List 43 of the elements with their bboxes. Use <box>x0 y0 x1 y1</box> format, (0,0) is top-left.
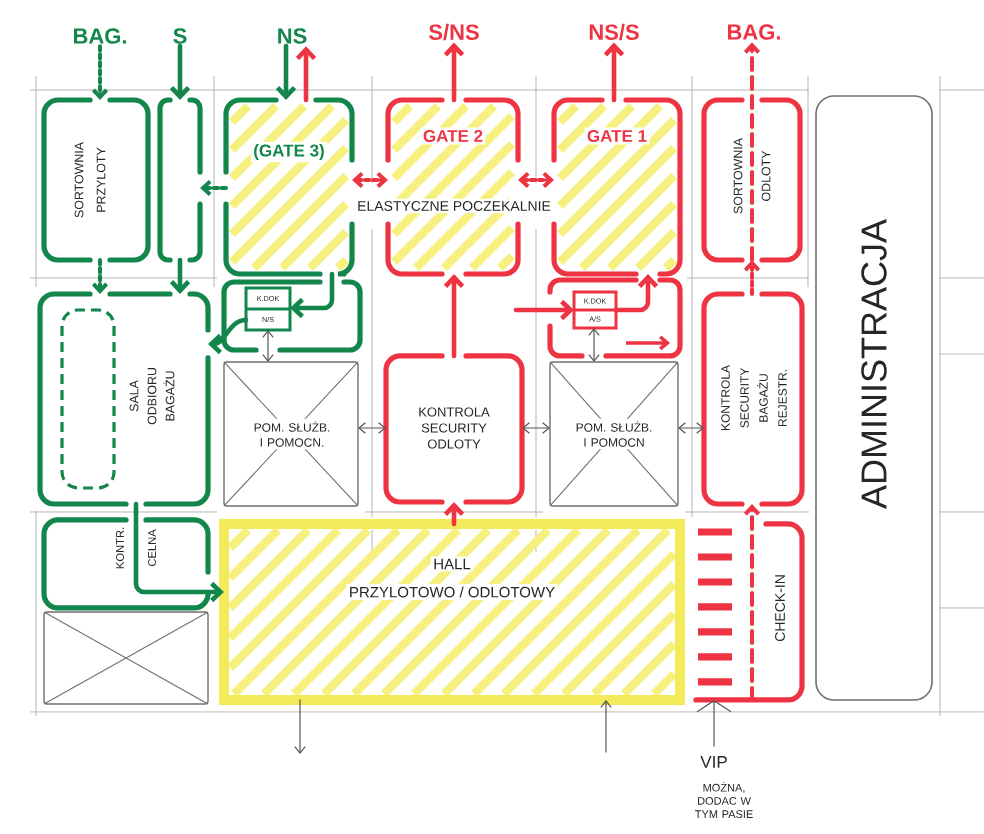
flow-label: NS <box>278 28 307 44</box>
connector-line <box>133 501 139 523</box>
control-area-box <box>221 279 363 353</box>
arrow <box>443 42 465 103</box>
arrow <box>743 260 761 296</box>
corridor-box <box>157 97 203 263</box>
crossed-box <box>43 611 209 705</box>
arrow <box>262 329 274 362</box>
arrow <box>513 299 574 321</box>
arrow <box>696 699 732 747</box>
arrow <box>603 42 625 103</box>
gate-box: GATE 1 <box>551 97 683 277</box>
arrow <box>91 44 109 100</box>
arrow <box>275 43 297 100</box>
arrow <box>295 46 317 103</box>
arrow <box>169 43 191 100</box>
arrow <box>600 699 612 753</box>
arrow <box>200 179 228 197</box>
arrow <box>169 257 191 294</box>
arrow <box>352 171 388 189</box>
arrow <box>522 422 550 434</box>
arrow <box>678 422 704 434</box>
flow-label: NS/S <box>589 23 639 41</box>
arrow <box>294 699 306 754</box>
arrow <box>133 517 224 603</box>
flow-label: S <box>173 28 187 44</box>
flow-label: BAG. <box>728 24 780 40</box>
arrow <box>91 258 109 294</box>
arrow <box>743 503 761 702</box>
arrow <box>518 171 554 189</box>
arrow <box>290 271 335 319</box>
arrow <box>358 422 386 434</box>
room-box: ADMINISTRACJA <box>815 95 933 701</box>
gate-box: (GATE 3) <box>223 97 355 277</box>
flow-label: BAG. <box>74 28 126 44</box>
arrow <box>588 327 600 362</box>
striped-lane <box>694 528 736 686</box>
note-text: VIP <box>700 756 727 768</box>
arrow <box>208 317 249 355</box>
arrow <box>743 42 761 262</box>
arrow <box>443 274 465 359</box>
flow-label: S/NS <box>428 23 479 41</box>
arrow <box>613 274 659 313</box>
